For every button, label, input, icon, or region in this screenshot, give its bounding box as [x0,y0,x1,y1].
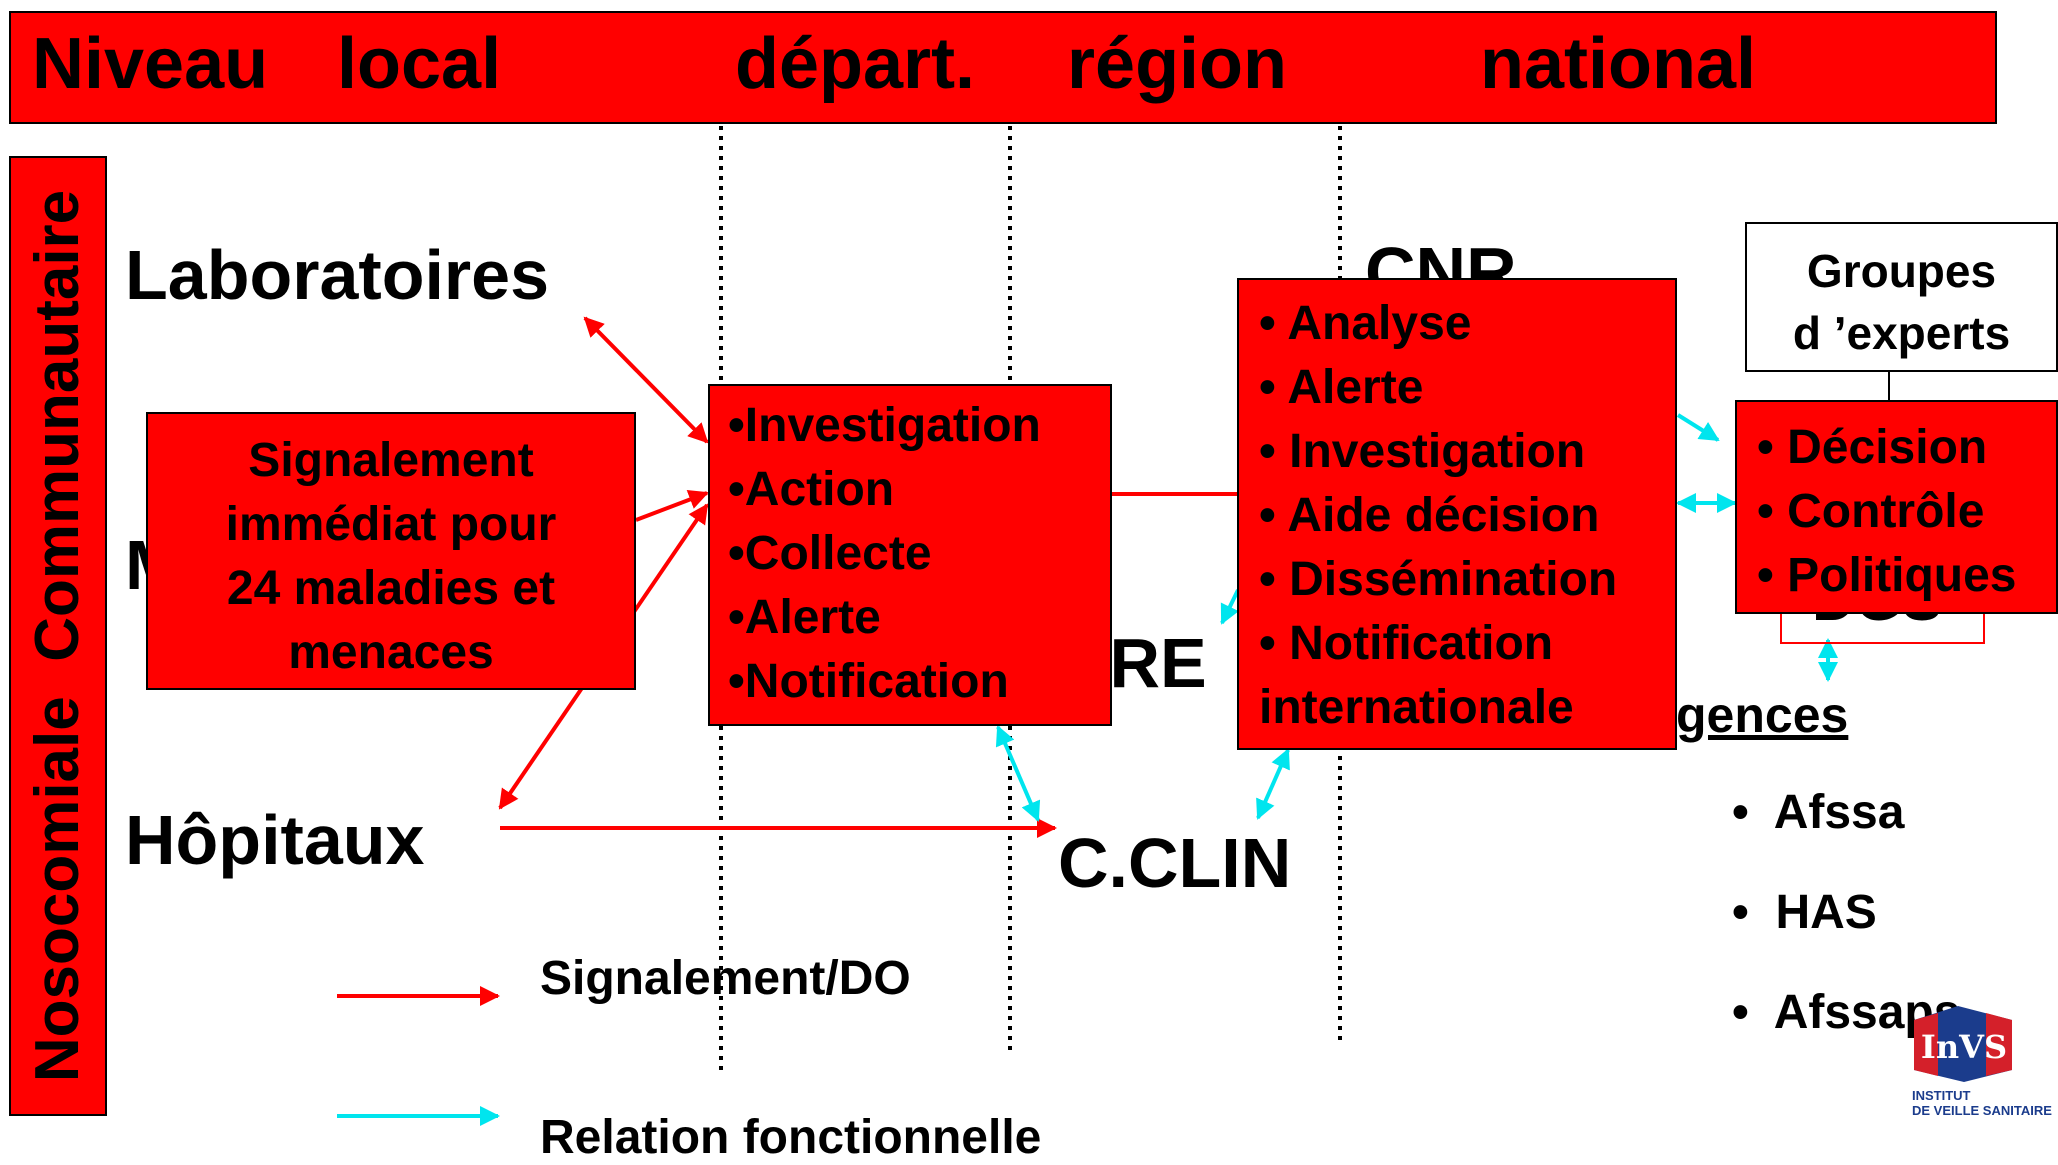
signalement-line: 24 maladies et [226,562,556,615]
departement-item: •Notification [728,655,1009,708]
header-niveau: Niveau [32,24,269,104]
national-box: • Analyse • Alerte • Investigation • Aid… [1237,278,1677,750]
header-local: local [337,24,502,104]
departement-item: •Alerte [728,591,881,644]
invs-logo-line1: INSTITUT [1912,1088,1971,1103]
decision-box: • Décision • Contrôle • Politiques [1735,400,2058,614]
national-item: • Analyse [1259,297,1472,350]
decision-item: • Politiques [1757,549,2017,602]
entity-cclin: C.CLIN [1058,824,1292,902]
legend-cyan-label: Relation fonctionnelle [540,1111,1042,1164]
departement-item: •Action [728,463,895,516]
invs-logo-line2: DE VEILLE SANITAIRE [1912,1103,2052,1118]
entity-hopitaux: Hôpitaux [125,801,425,879]
departement-box: •Investigation •Action •Collecte •Alerte… [708,384,1112,726]
arrow-signal-depart [635,490,709,522]
arrow-labo-depart [583,316,709,444]
signalement-line: Signalement [248,434,534,487]
decision-item: • Contrôle [1757,485,1985,538]
departement-item: •Collecte [728,527,932,580]
national-item: • Investigation [1259,425,1586,478]
invs-logo-mark-icon: InVS [1914,1006,2012,1082]
agence-item: • Afssa [1732,786,1905,839]
signalement-line: menaces [288,626,494,679]
header-region: région [1067,24,1288,104]
agences-title: gences [1676,687,1849,743]
header-national: national [1480,24,1757,104]
agence-item: • HAS [1732,886,1877,939]
side-bar [9,156,107,1116]
national-item: • Alerte [1259,361,1424,414]
groupes-experts-box: Groupes d ’experts [1745,222,2058,372]
invs-logo: InVS INSTITUT DE VEILLE SANITAIRE [1898,1000,2058,1120]
legend-red-label: Signalement/DO [540,952,911,1005]
national-item: • Notification [1259,617,1554,670]
national-item: internationale [1259,681,1574,734]
cyan-national-decision-1 [1676,413,1720,442]
signalement-box: Signalement immédiat pour 24 maladies et… [146,412,636,690]
header-depart: départ. [735,24,976,104]
decision-item: • Décision [1757,421,1988,474]
national-item: • Aide décision [1259,489,1600,542]
entity-laboratoires: Laboratoires [125,236,549,314]
cyan-national-cire [1220,589,1240,625]
cyan-depart-cclin [995,725,1041,822]
svg-text:InVS: InVS [1921,1028,2007,1066]
groupes-line: Groupes [1806,245,1997,297]
header-bar [9,11,1997,124]
cyan-national-cclin [1256,748,1290,820]
national-item: • Dissémination [1259,553,1618,606]
departement-item: •Investigation [728,399,1041,452]
signalement-line: immédiat pour [225,498,557,551]
groupes-line: d ’experts [1792,307,2011,359]
